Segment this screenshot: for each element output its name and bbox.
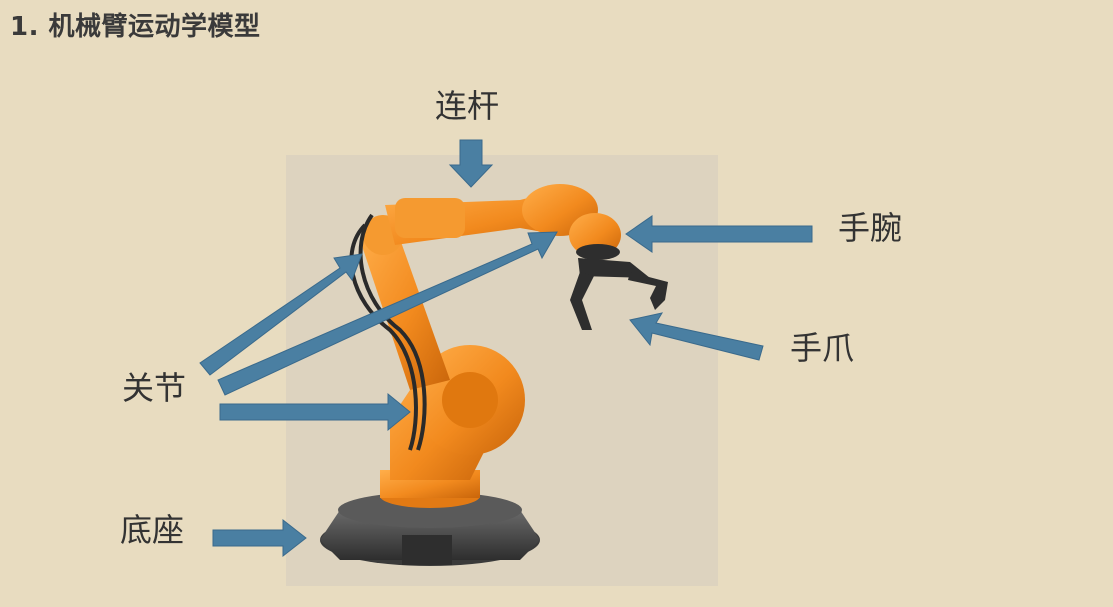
- robot-cables: [349, 213, 427, 451]
- arrow-joint-1: [199, 253, 363, 376]
- arrow-joint-3: [219, 392, 411, 432]
- label-joint: 关节: [122, 369, 187, 407]
- robot-base: [320, 470, 540, 566]
- page-title: 1. 机械臂运动学模型: [10, 12, 261, 42]
- label-link: 连杆: [435, 87, 500, 125]
- annotation-arrows: [199, 139, 813, 558]
- arrow-link: [448, 139, 494, 188]
- label-wrist: 手腕: [838, 209, 903, 247]
- robot-gripper: [570, 258, 668, 330]
- arrow-gripper: [629, 312, 764, 361]
- robot-upper-arm: [385, 184, 598, 245]
- robot-lower-arm: [360, 215, 525, 480]
- arrow-base: [212, 518, 307, 558]
- arrow-wrist: [625, 215, 813, 253]
- label-base: 底座: [120, 511, 185, 549]
- robot-wrist: [569, 213, 621, 260]
- label-gripper: 手爪: [790, 329, 855, 367]
- arrow-joint-2: [217, 231, 558, 396]
